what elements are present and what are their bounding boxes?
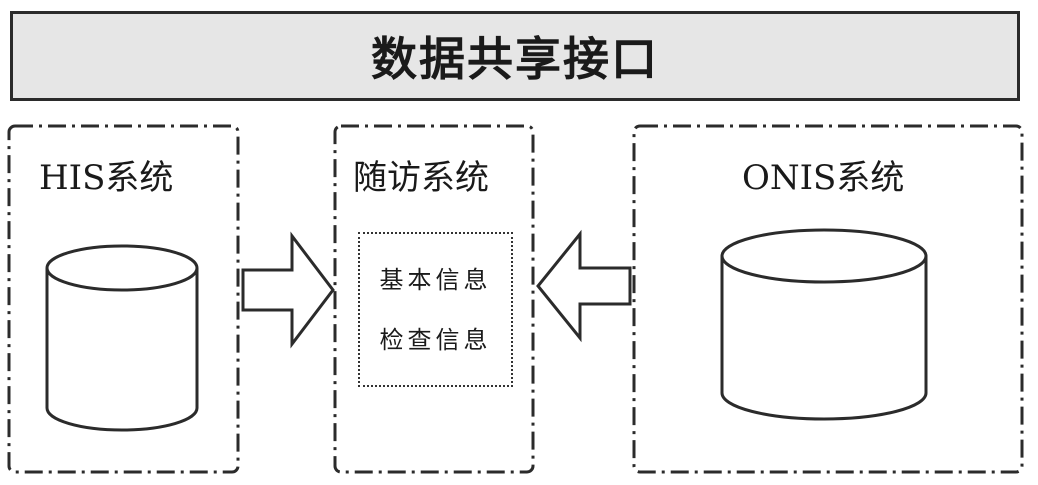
- followup-system-title: 随访系统: [353, 158, 489, 198]
- his-database-icon: [45, 244, 199, 432]
- onis-database-icon: [720, 228, 928, 421]
- basic-info-label: 基本信息: [379, 266, 492, 294]
- onis-system-title: ONIS系统: [742, 158, 905, 198]
- followup-info-box: 基本信息 检查信息: [358, 232, 513, 387]
- header-title: 数据共享接口: [371, 32, 659, 86]
- onis-to-followup-arrow-icon: [536, 229, 632, 343]
- onis-system-panel: ONIS系统: [632, 124, 1024, 474]
- onis-panel-border: [632, 124, 1024, 474]
- his-system-panel: HIS系统: [7, 124, 240, 474]
- followup-system-panel: 随访系统: [333, 124, 535, 474]
- data-sharing-interface-header: 数据共享接口: [10, 11, 1020, 101]
- his-panel-border: [7, 124, 240, 474]
- his-to-followup-arrow-icon: [241, 231, 335, 349]
- his-system-title: HIS系统: [39, 158, 174, 198]
- exam-info-label: 检查信息: [379, 326, 492, 354]
- followup-panel-border: [333, 124, 535, 474]
